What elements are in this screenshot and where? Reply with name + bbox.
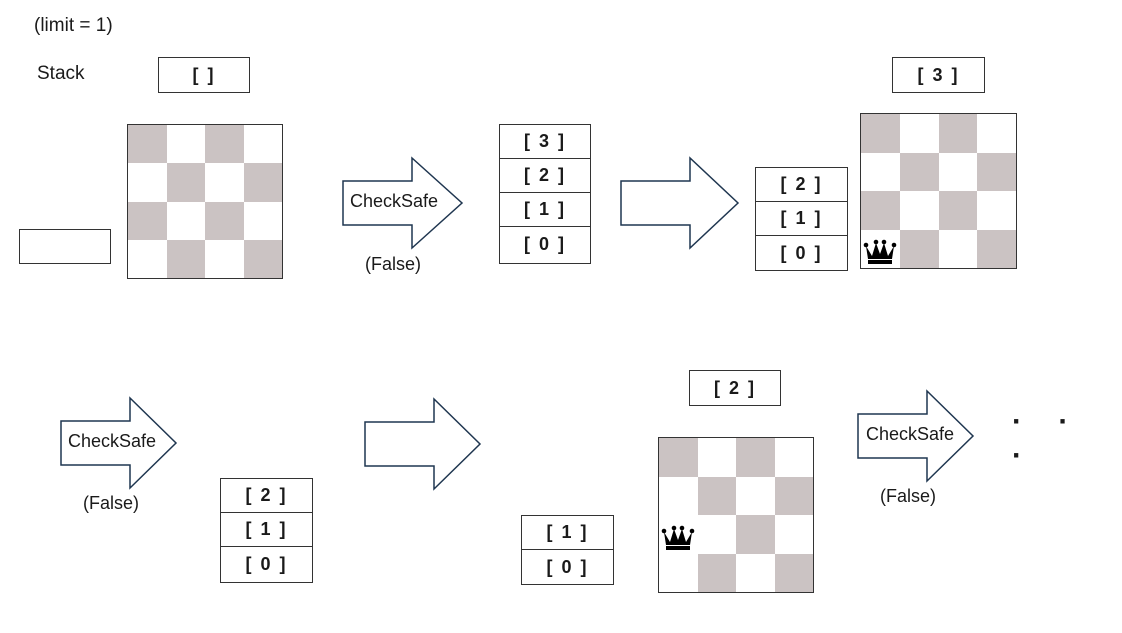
chessboard-1	[127, 124, 283, 279]
checksafe-result: (False)	[83, 493, 140, 513]
empty-stack-slot	[19, 229, 111, 264]
limit-label: (limit = 1)	[34, 15, 113, 36]
stack-top-empty: [ ]	[158, 57, 250, 93]
board-square	[243, 201, 282, 240]
board-square	[938, 152, 978, 191]
board-square	[205, 163, 244, 202]
board-square	[166, 239, 205, 278]
board-square	[977, 191, 1016, 230]
stack-item: [ 2 ]	[756, 168, 847, 202]
board-square	[128, 239, 167, 278]
stack-item: [ 1 ]	[522, 516, 613, 550]
stack-d: [ 1 ] [ 0 ]	[521, 515, 614, 585]
board-square	[899, 152, 939, 191]
board-square	[861, 114, 900, 153]
board-square	[166, 201, 205, 240]
board-square	[205, 125, 244, 164]
board-square	[736, 553, 775, 592]
board-square	[938, 229, 978, 268]
board-square	[736, 476, 775, 515]
board-square	[243, 125, 282, 164]
checksafe-label: CheckSafe	[350, 191, 439, 211]
crown-icon	[661, 525, 695, 550]
board-square	[697, 438, 736, 477]
board-square	[659, 515, 698, 554]
board-square	[697, 515, 736, 554]
board-square	[128, 201, 167, 240]
right-arrow-icon	[364, 397, 482, 491]
stack-item: [ 1 ]	[221, 513, 312, 547]
stack-a: [ 3 ] [ 2 ] [ 1 ] [ 0 ]	[499, 124, 591, 264]
stack-item: [ 0 ]	[245, 553, 288, 574]
board-square	[659, 438, 698, 477]
board-square	[166, 163, 205, 202]
board-square	[774, 476, 813, 515]
stack-item: [ 0 ]	[780, 242, 823, 263]
stack-item: [ 1 ]	[500, 193, 590, 227]
board-square	[659, 476, 698, 515]
stack-c: [ 2 ] [ 1 ] [ 0 ]	[220, 478, 313, 583]
crown-icon	[864, 239, 897, 264]
board-square	[128, 125, 167, 164]
board-square	[736, 515, 775, 554]
board-square	[938, 114, 978, 153]
stack-top-value: [ 2 ]	[689, 370, 781, 406]
chessboard-2	[860, 113, 1017, 269]
board-square	[243, 163, 282, 202]
board-square	[861, 229, 900, 268]
board-square	[977, 229, 1016, 268]
board-square	[899, 114, 939, 153]
stack-item: [ 1 ]	[756, 202, 847, 236]
board-square	[166, 125, 205, 164]
board-square	[128, 163, 167, 202]
board-square	[861, 152, 900, 191]
stack-item: [ 2 ]	[500, 159, 590, 193]
board-square	[899, 191, 939, 230]
stack-b: [ 2 ] [ 1 ] [ 0 ]	[755, 167, 848, 271]
stack-item: [ 2 ]	[221, 479, 312, 513]
stack-top-value: [ 3 ]	[892, 57, 985, 93]
chessboard-3	[658, 437, 814, 593]
board-square	[205, 201, 244, 240]
continuation-ellipsis: · · ·	[1012, 405, 1083, 472]
board-square	[977, 152, 1016, 191]
board-square	[899, 229, 939, 268]
stack-item: [ 0 ]	[523, 233, 566, 254]
board-square	[977, 114, 1016, 153]
stack-item: [ 0 ]	[546, 556, 589, 577]
checksafe-label: CheckSafe	[866, 424, 955, 444]
board-square	[774, 515, 813, 554]
checksafe-label: CheckSafe	[68, 431, 157, 451]
right-arrow-icon	[342, 156, 464, 250]
board-square	[205, 239, 244, 278]
board-square	[243, 239, 282, 278]
checksafe-result: (False)	[365, 254, 422, 274]
board-square	[774, 438, 813, 477]
board-square	[697, 476, 736, 515]
right-arrow-icon	[60, 396, 178, 490]
stack-label: Stack	[37, 63, 85, 84]
board-square	[697, 553, 736, 592]
board-square	[736, 438, 775, 477]
board-square	[861, 191, 900, 230]
board-square	[774, 553, 813, 592]
right-arrow-icon	[857, 389, 975, 483]
stack-item: [ 3 ]	[500, 125, 590, 159]
right-arrow-icon	[620, 156, 740, 250]
board-square	[938, 191, 978, 230]
checksafe-result: (False)	[880, 486, 937, 506]
board-square	[659, 553, 698, 592]
